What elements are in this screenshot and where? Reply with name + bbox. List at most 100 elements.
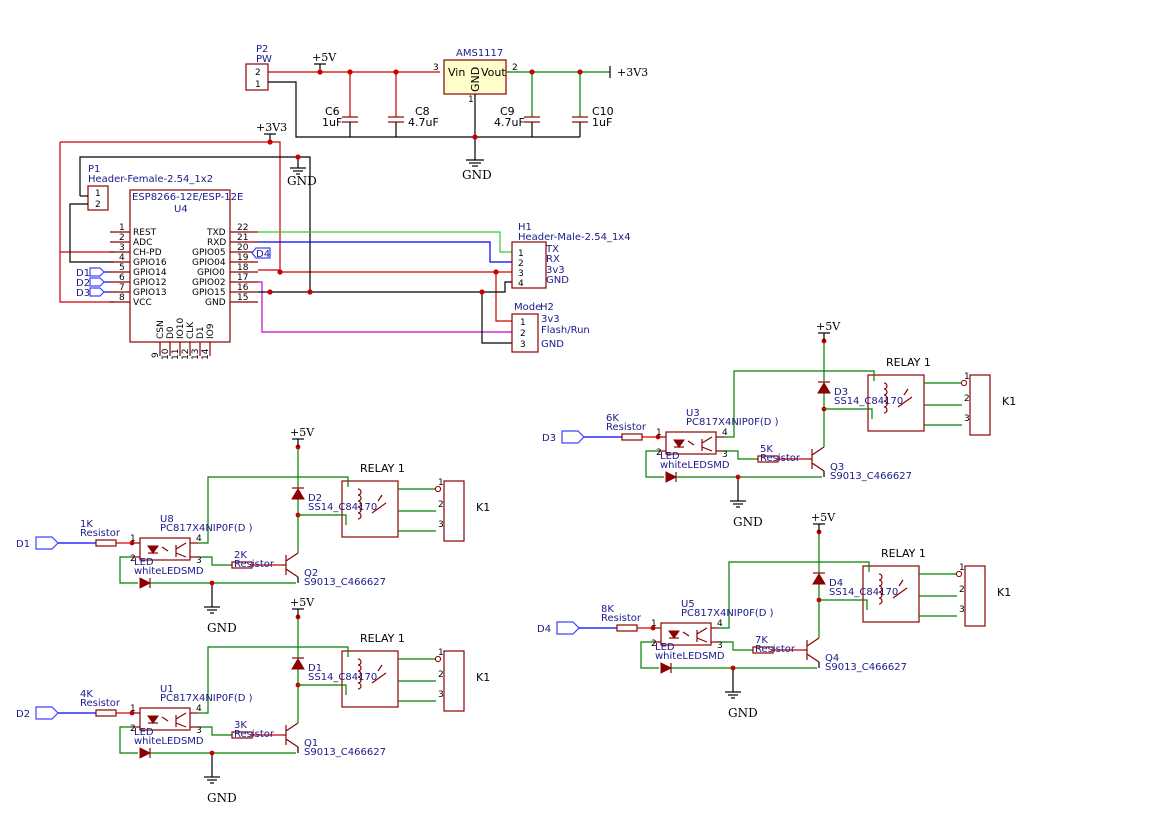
ch1-res-base-val: 2K: [234, 550, 247, 561]
ch1-k: K1: [476, 501, 490, 514]
ch3-k-pin-2: 2: [964, 394, 970, 404]
ch2-led-name: whiteLEDSMD: [134, 736, 204, 747]
c9-value: 4.7uF: [494, 116, 525, 129]
esp-pin-4-name: GPIO16: [133, 258, 167, 268]
p2-pin-1: 1: [255, 80, 261, 90]
esp-pin-17-num: 17: [237, 273, 248, 283]
ch1-net: D1: [16, 539, 30, 550]
h2-name: Mode: [514, 302, 541, 313]
ch1-k-pin-1: 1: [438, 478, 444, 488]
ch2-opto-name: PC817X4NIP0F(D ): [160, 693, 253, 704]
ch1-k-pin-2: 2: [438, 500, 444, 510]
ch2-relay: RELAY 1: [360, 632, 405, 645]
c8-value: 4.7uF: [408, 116, 439, 129]
esp-pin-3-num: 3: [119, 243, 125, 253]
esp-pin-14-num: 14: [201, 348, 211, 360]
ams1117-pin-gnd: 1: [468, 95, 474, 105]
ch4-p5v: +5V: [811, 511, 836, 524]
ch3-d-name: SS14_C84170: [834, 396, 903, 407]
relay-channel-d3: D3 6K Resistor U3 PC817X4NIP0F(D ) 1 2 3…: [542, 320, 1016, 529]
h1-name: Header-Male-2.54_1x4: [518, 232, 631, 243]
esp-pin-9-num: 9: [151, 352, 161, 358]
esp-pin-7-num: 7: [119, 283, 125, 293]
ch2-k-pin-3: 3: [438, 690, 444, 700]
ch1-q-ref: Q2: [304, 568, 318, 579]
esp-pin-3-name: CH-PD: [133, 248, 162, 258]
ch3-q-name: S9013_C466627: [830, 471, 912, 482]
ch3-relay: RELAY 1: [886, 356, 931, 369]
ch1-op-pin-4: 4: [196, 534, 202, 544]
ams1117-vout: Vout: [481, 66, 506, 79]
esp-gnd-wire: [79, 156, 311, 292]
ch4-op-pin-4: 4: [717, 619, 723, 629]
tx-wire: [258, 231, 512, 253]
h1-label-rx: RX: [546, 254, 560, 265]
ch3-opto-ref: U3: [686, 408, 700, 419]
ch2-res-base-val: 3K: [234, 720, 247, 731]
h2-pin-3: 3: [520, 340, 526, 350]
esp-ref: U4: [174, 204, 188, 215]
gpio0-wire: [258, 281, 512, 333]
ch4-q-ref: Q4: [825, 653, 839, 664]
ch2-res-in-val: 4K: [80, 689, 93, 700]
c9-ref: C9: [500, 105, 515, 118]
h1-label-tx: TX: [545, 244, 559, 255]
ch2-k-pin-2: 2: [438, 670, 444, 680]
ch4-res-base-val: 7K: [755, 635, 768, 646]
h1-pin-2: 2: [518, 259, 524, 269]
h2-label-flash: Flash/Run: [541, 325, 590, 336]
ch2-gnd: GND: [207, 791, 237, 805]
ch4-q-name: S9013_C466627: [825, 662, 907, 673]
h2-label-gnd: GND: [541, 339, 564, 350]
esp-pin-2-num: 2: [119, 233, 125, 243]
ch2-q-name: S9013_C466627: [304, 747, 386, 758]
ch4-op-pin-2: 2: [651, 639, 657, 649]
ams1117-vin: Vin: [448, 66, 465, 79]
esp-pin-6-name: GPIO12: [133, 278, 167, 288]
esp-pin-7-name: GPIO13: [133, 288, 167, 298]
p3v3-label-esp: +3V3: [256, 121, 287, 134]
ch4-op-pin-1: 1: [651, 619, 657, 629]
ch4-op-pin-3: 3: [717, 641, 723, 651]
ch3-led-name: whiteLEDSMD: [660, 460, 730, 471]
esp-pin-13-name: D1: [196, 326, 206, 339]
ch2-p5v: +5V: [290, 596, 315, 609]
esp-3v3-loop: [60, 141, 281, 271]
ch2-d-ref: D1: [308, 663, 322, 674]
ch1-res-in-label: Resistor: [80, 528, 121, 539]
ch1-relay: RELAY 1: [360, 462, 405, 475]
esp-pin-21-name: RXD: [207, 238, 226, 248]
p2-ref: P2: [256, 44, 268, 55]
h1-label-3v3: 3v3: [546, 265, 565, 276]
ch1-d-name: SS14_C84170: [308, 502, 377, 513]
p5v-label-top: +5V: [312, 51, 337, 64]
esp-pin-14-name: IO9: [206, 323, 216, 339]
ch3-res-in-label: Resistor: [606, 422, 647, 433]
ch4-d-ref: D4: [829, 578, 843, 589]
ch4-relay: RELAY 1: [881, 547, 926, 560]
p1-header: [87, 185, 109, 211]
esp-net-d1: D1: [76, 268, 90, 279]
ch3-op-pin-4: 4: [722, 428, 728, 438]
ch3-gnd: GND: [733, 515, 763, 529]
ch3-d-ref: D3: [834, 387, 848, 398]
esp-pin-2-name: ADC: [133, 238, 152, 248]
esp-pin-11-name: IO10: [176, 318, 186, 339]
ch4-k-pin-2: 2: [959, 585, 965, 595]
c6-ref: C6: [325, 105, 340, 118]
ch4-opto-name: PC817X4NIP0F(D ): [681, 608, 774, 619]
esp-pin-16-name: GPIO15: [192, 288, 226, 298]
p2-pin-2: 2: [255, 68, 261, 78]
ch1-led-name: whiteLEDSMD: [134, 566, 204, 577]
esp-pin-16-num: 16: [237, 283, 249, 293]
ch1-res-base-label: Resistor: [234, 559, 275, 570]
esp-pin-10-num: 10: [161, 348, 171, 360]
esp-pin-22-name: TXD: [206, 228, 226, 238]
p1-ref: P1: [88, 164, 100, 175]
ch4-res-in-label: Resistor: [601, 613, 642, 624]
ch1-k-pin-3: 3: [438, 520, 444, 530]
ch4-opto-ref: U5: [681, 599, 695, 610]
esp-net-d2: D2: [76, 278, 90, 289]
power-supply: P2 PW 2 1 +5V C6 1uF C8 4.7uF AMS1117 Vi…: [245, 44, 648, 182]
